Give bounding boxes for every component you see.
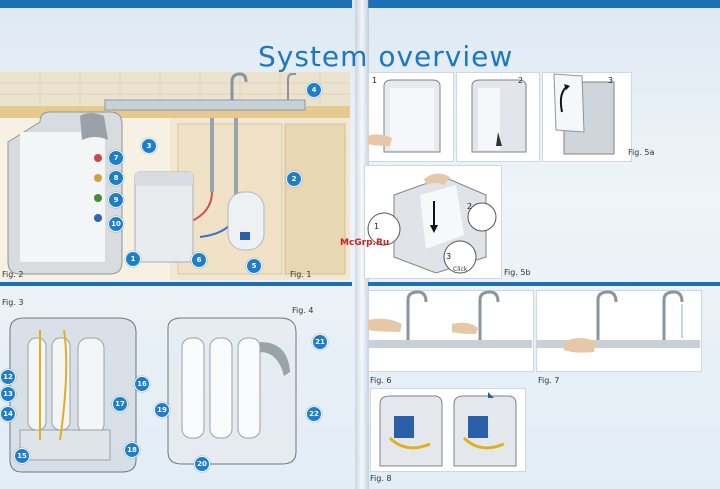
callout-18: 18 (124, 442, 140, 458)
callout-3: 3 (141, 138, 157, 154)
top-bar-right (368, 0, 720, 8)
fig5a-label: Fig. 5a (628, 148, 655, 157)
callout-2: 2 (286, 171, 302, 187)
callout-6: 6 (191, 252, 207, 268)
fig4-unit-cutaway (167, 317, 297, 465)
callout-9: 9 (108, 192, 124, 208)
fig3-label: Fig. 3 (2, 298, 24, 307)
callout-12: 12 (0, 369, 16, 385)
fig7-label: Fig. 7 (538, 376, 560, 385)
fig5b-step-1: 1 (374, 222, 380, 231)
fig5b-step-3: 3 (446, 252, 452, 261)
callout-1: 1 (125, 251, 141, 267)
callout-13: 13 (0, 386, 16, 402)
fig8-label: Fig. 8 (370, 474, 392, 483)
fig5a-step-1: 1 (372, 76, 378, 85)
callout-22: 22 (306, 406, 322, 422)
callout-15: 15 (14, 448, 30, 464)
callout-17: 17 (112, 396, 128, 412)
callout-4: 4 (306, 82, 322, 98)
page-title: System overview (258, 40, 514, 73)
fig6-label: Fig. 6 (370, 376, 392, 385)
callout-20: 20 (194, 456, 210, 472)
section-divider-right (368, 282, 720, 286)
fig6-fig7-faucets (368, 290, 700, 353)
fig5b-step-2: 2 (467, 202, 473, 211)
fig4-label: Fig. 4 (292, 306, 314, 315)
fig5a-step-3: 3 (608, 76, 614, 85)
watermark: McGrp.Ru (340, 238, 390, 248)
callout-7: 7 (108, 150, 124, 166)
top-bar-left (0, 0, 352, 8)
callout-19: 19 (154, 402, 170, 418)
fig5b-label: Fig. 5b (504, 268, 531, 277)
fig5a-illustration (368, 73, 615, 155)
callout-8: 8 (108, 170, 124, 186)
callout-21: 21 (312, 334, 328, 350)
fig8-illustration (379, 392, 517, 467)
fig1-kitchen-illustration (0, 72, 350, 280)
click-label: Click (453, 266, 468, 273)
section-divider-left (0, 282, 352, 286)
callout-5: 5 (246, 258, 262, 274)
callout-16: 16 (134, 376, 150, 392)
callout-10: 10 (108, 216, 124, 232)
fig5b-illustration (367, 173, 497, 274)
fig5a-step-2: 2 (518, 76, 524, 85)
page-spine (355, 0, 369, 489)
fig3-unit-cutaway (9, 317, 137, 473)
callout-14: 14 (0, 406, 16, 422)
fig1-label: Fig. 1 (290, 270, 312, 279)
fig2-label: Fig. 2 (2, 270, 24, 279)
fig7-panel (536, 290, 702, 372)
fig6-panel (368, 290, 534, 372)
